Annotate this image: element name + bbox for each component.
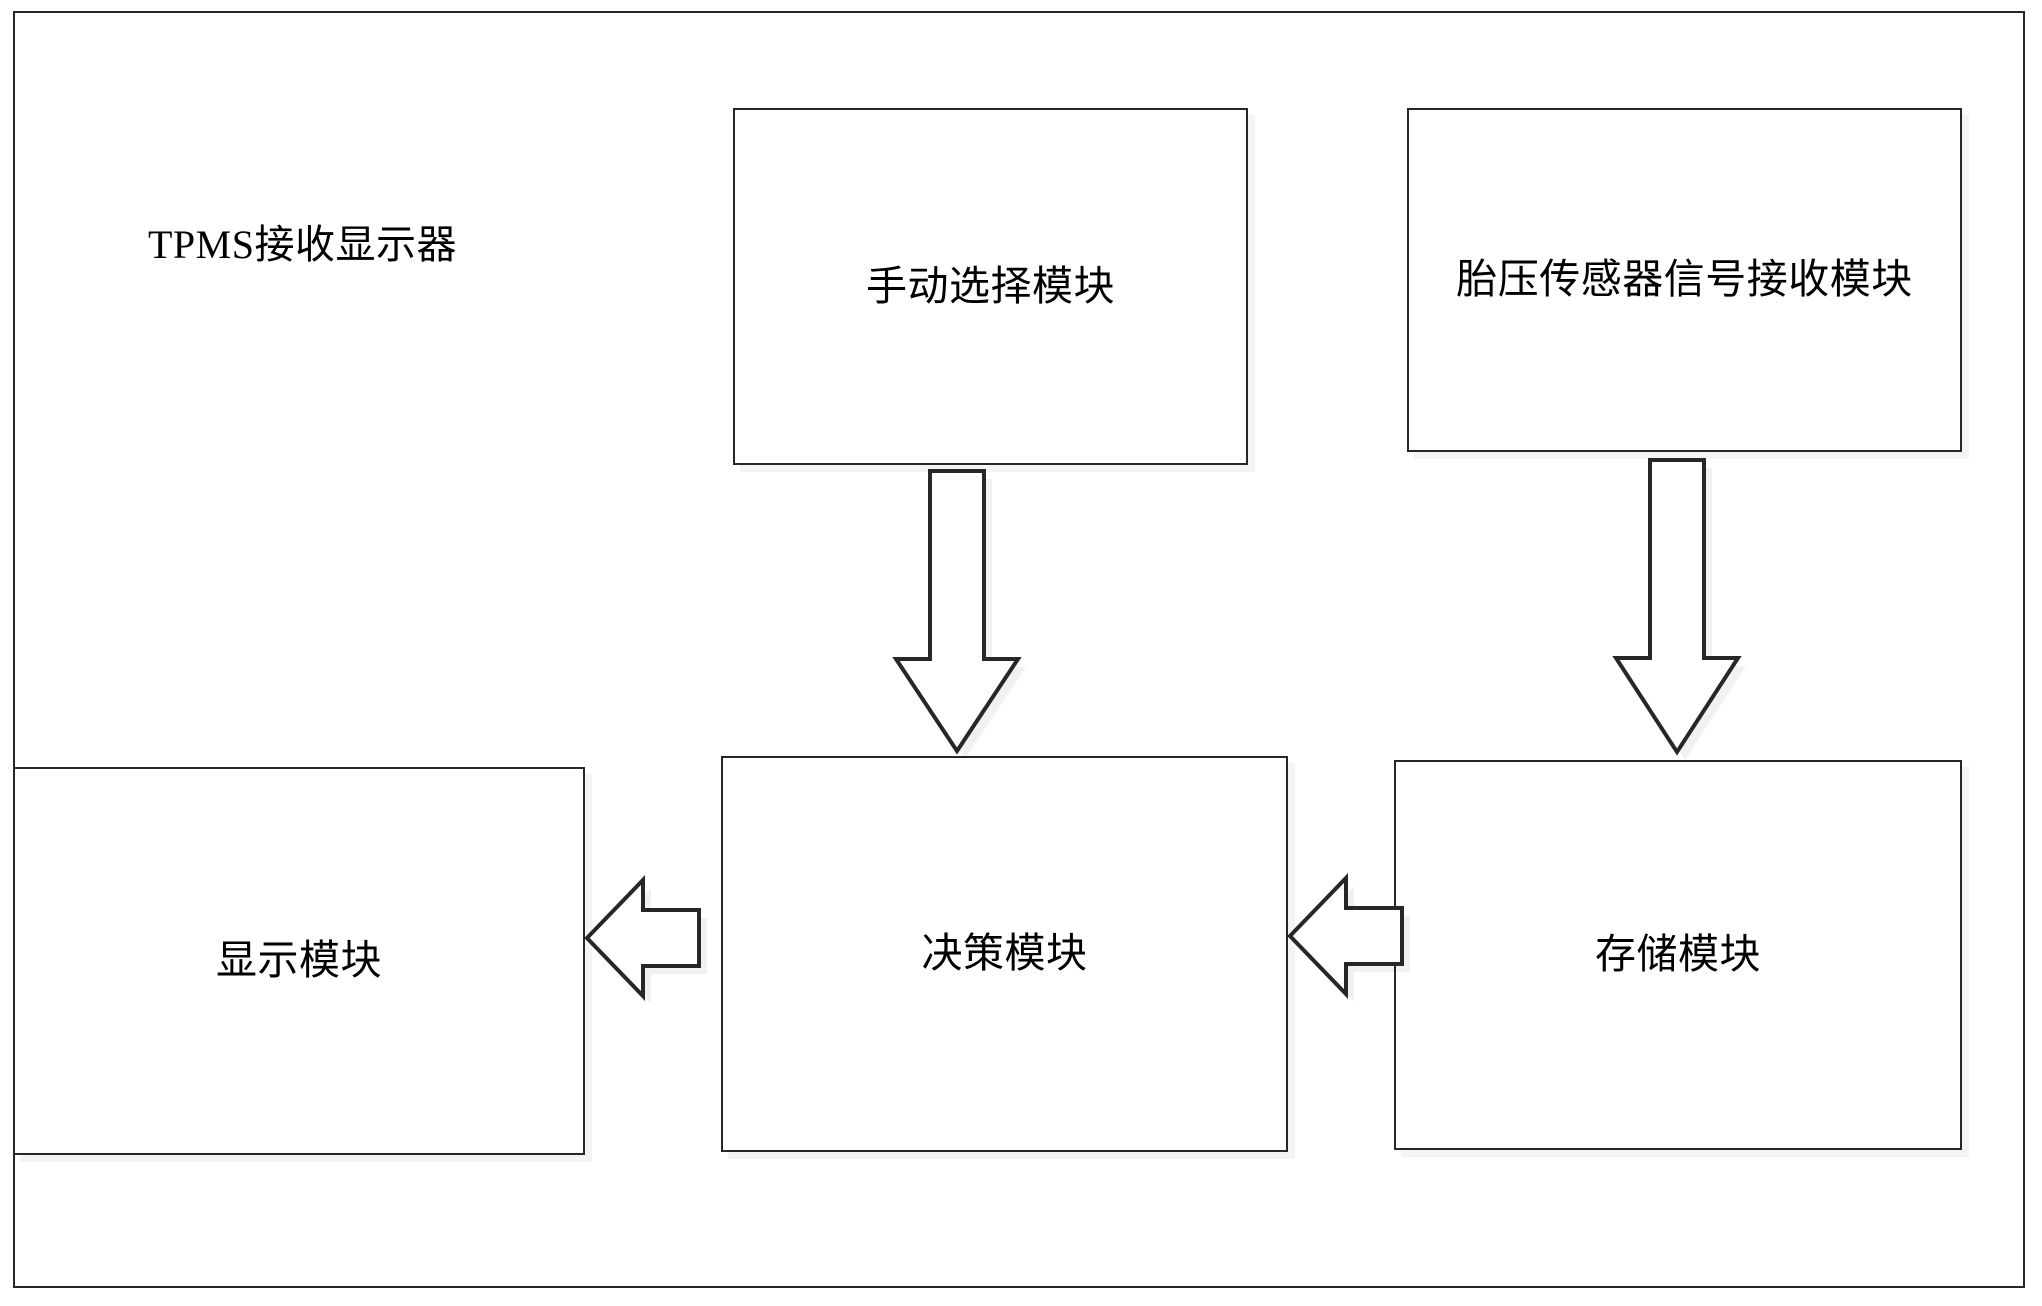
module-label-display: 显示模块 — [216, 937, 382, 984]
module-box-display[interactable]: 显示模块 — [13, 767, 585, 1155]
module-box-storage[interactable]: 存储模块 — [1394, 760, 1962, 1150]
page-title: TPMS接收显示器 — [148, 222, 457, 267]
module-box-manual-select[interactable]: 手动选择模块 — [733, 108, 1248, 465]
module-box-sensor-receive[interactable]: 胎压传感器信号接收模块 — [1407, 108, 1962, 452]
outer-frame — [13, 11, 2025, 1288]
module-label-sensor-receive: 胎压传感器信号接收模块 — [1456, 256, 1913, 303]
module-label-storage: 存储模块 — [1595, 931, 1761, 978]
module-label-manual-select: 手动选择模块 — [866, 262, 1115, 309]
module-box-decision[interactable]: 决策模块 — [721, 756, 1288, 1152]
module-label-decision: 决策模块 — [921, 930, 1088, 977]
